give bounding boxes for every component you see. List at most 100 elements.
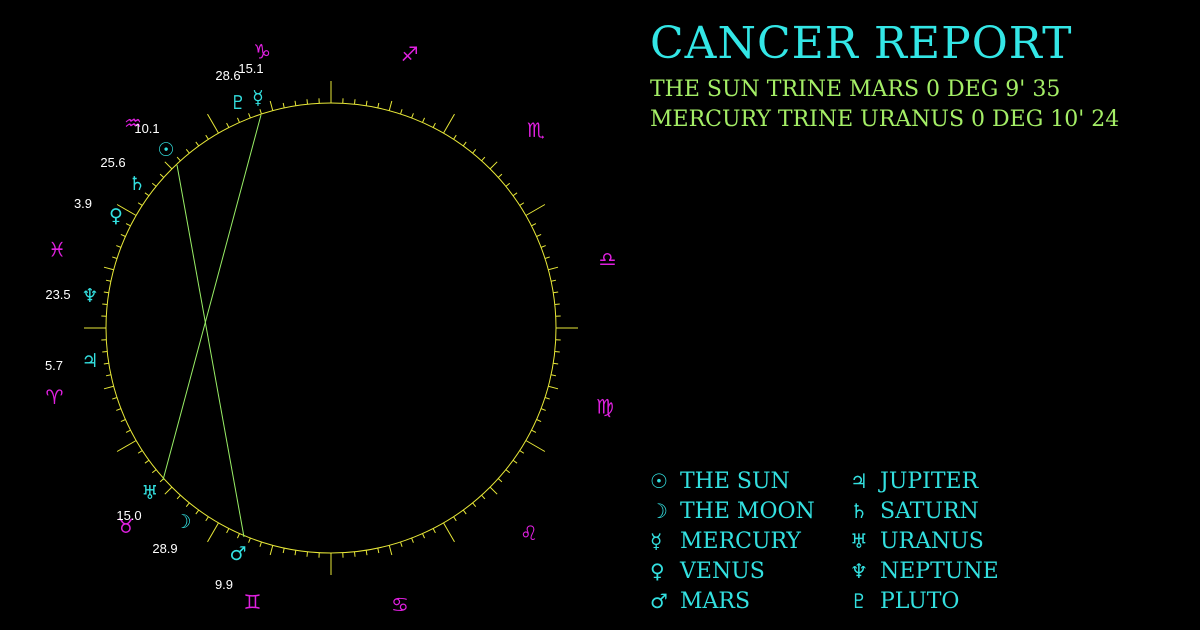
wheel-tick [354,551,356,557]
wheel-tick [400,541,403,547]
wheel-tick [164,486,173,495]
wheel-tick [205,134,209,140]
pluto-icon: ♇ [850,589,868,613]
aspect-line-mercury-uranus [162,114,262,481]
legend-item-pluto: ♇ PLUTO [850,586,959,616]
wheel-tick [462,141,467,147]
wheel-tick [116,408,122,411]
wheel-tick [497,478,503,483]
wheel-tick [553,291,559,294]
wheel-tick [120,419,126,423]
wheel-tick [550,279,557,282]
wheel-tick [432,122,436,128]
legend-item-mars: ♂MARS [650,586,750,616]
wheel-tick [282,102,285,109]
chart-wheel: ♑♐♏♎♍♌♋♊♉♈♓♒♇28.6☿15.1☉10.1♄25.6♀3.9♆23.… [45,39,617,617]
legend-label: PLUTO [880,589,960,614]
wheel-tick [103,266,114,271]
wheel-tick [540,408,546,411]
wheel-tick [112,256,118,259]
wheel-tick [505,182,511,187]
libra-sign-icon: ♎ [599,247,617,271]
uranus-degree-label: 15.0 [116,508,141,523]
aspect-line-2-text: MERCURY TRINE URANUS 0 DEG 10' 24 [650,107,1120,132]
legend-label: THE MOON [680,499,815,524]
sun-icon: ☉ [157,139,174,161]
legend-label: JUPITER [880,469,979,494]
wheel-tick [103,362,109,365]
wheel-tick [400,109,403,115]
wheel-tick [294,550,297,556]
wheel-tick [151,469,157,474]
wheel-tick [248,113,251,119]
leo-sign-icon: ♌ [520,521,538,545]
wheel-tick [103,385,114,390]
uranus-icon: ♅ [141,482,158,504]
wheel-tick [306,99,308,105]
taurus-sign-icon: ♉ [117,514,135,538]
venus-icon: ♀ [109,205,123,227]
mars-icon: ♂ [229,543,246,565]
wheel-tick [388,545,393,556]
neptune-icon: ♆ [81,285,98,307]
wheel-tick [550,374,557,377]
report-title: CANCER REPORT [650,18,1073,69]
wheel-tick [125,223,131,227]
wheel-tick [207,522,219,543]
wheel-tick [236,117,240,123]
sun-degree-label: 10.1 [134,121,159,136]
wheel-tick [505,469,511,474]
legend-label: MARS [680,589,751,614]
wheel-tick [195,509,200,515]
capricorn-sign-icon: ♑ [253,39,271,63]
wheel-tick [205,516,209,522]
wheel-tick [282,547,285,554]
wheel-tick [422,533,426,539]
wheel-tick [432,528,436,534]
pluto-degree-label: 28.6 [215,68,240,83]
aspect-line-sun-mars [176,164,245,538]
moon-icon: ☽ [174,511,191,533]
legend-item-saturn: ♄ SATURN [850,496,979,526]
wheel-tick [195,141,200,147]
cancer-sign-icon: ♋ [391,593,409,617]
wheel-tick [185,502,190,508]
wheel-tick [137,202,143,206]
legend-label: MERCURY [680,529,801,554]
wheel-tick [306,551,308,557]
legend-item-sun: ☉THE SUN [650,466,790,496]
legend-label: URANUS [880,529,984,554]
saturn-icon: ♄ [850,499,868,523]
sun-icon: ☉ [650,469,668,493]
wheel-tick [544,256,550,259]
wheel-tick [159,173,165,178]
wheel-tick [151,182,157,187]
wheel-tick [512,459,518,464]
moon-icon: ☽ [650,499,668,523]
aries-sign-icon: ♈ [45,385,63,409]
wheel-tick [144,459,150,464]
mercury-icon: ☿ [252,87,264,109]
wheel-tick [269,545,274,556]
aspect-line-1-text: THE SUN TRINE MARS 0 DEG 9' 35 [650,77,1061,102]
wheel-tick [548,385,559,390]
wheel-tick [294,100,297,106]
legend-label: VENUS [680,559,765,584]
wheel-tick [176,494,181,500]
wheel-tick [103,291,109,294]
neptune-degree-label: 23.5 [45,287,70,302]
wheel-tick [497,173,503,178]
wheel-tick [248,537,251,543]
wheel-tick [411,537,414,543]
legend-label: NEPTUNE [880,559,999,584]
wheel-tick [489,486,498,495]
pisces-sign-icon: ♓ [48,237,66,261]
wheel-tick [554,303,560,305]
jupiter-icon: ♃ [81,350,98,372]
jupiter-icon: ♃ [850,469,868,493]
virgo-sign-icon: ♍ [596,395,614,419]
wheel-tick [259,541,262,547]
venus-icon: ♀ [650,559,665,583]
legend-item-moon: ☽ THE MOON [650,496,815,526]
legend-label: SATURN [880,499,979,524]
